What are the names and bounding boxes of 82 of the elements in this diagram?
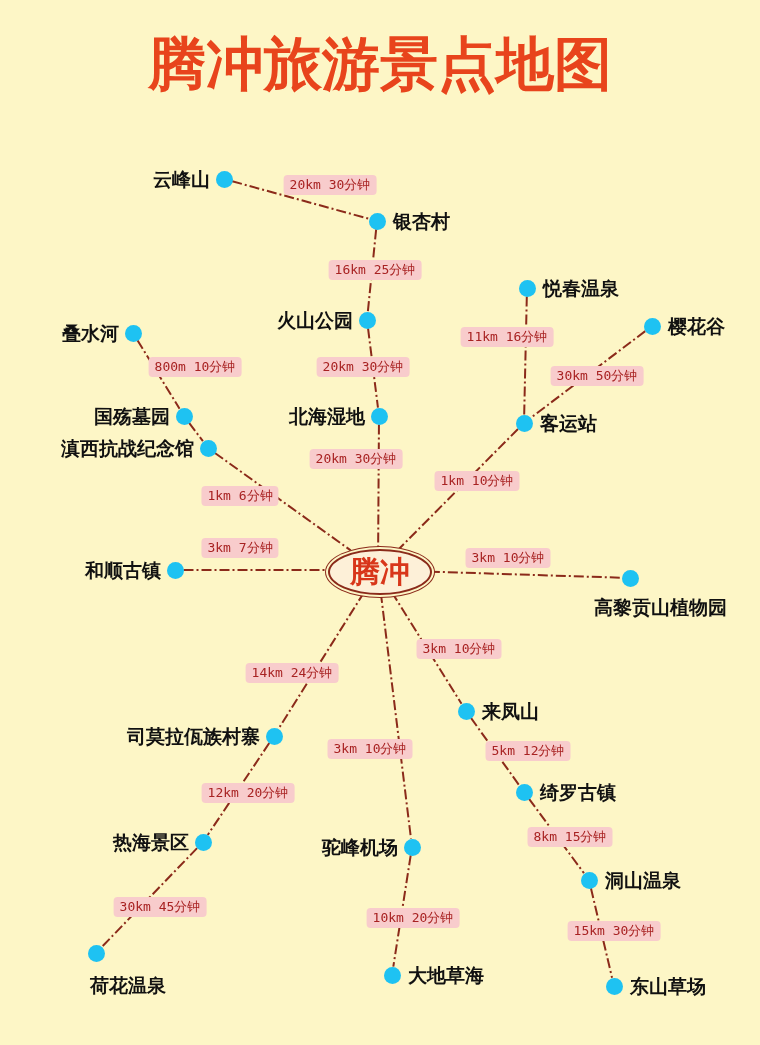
edge-label: 3km 7分钟 — [201, 538, 279, 558]
route-line — [397, 428, 519, 550]
edge-label: 5km 12分钟 — [485, 741, 571, 761]
route-line — [529, 330, 647, 419]
edge-label: 3km 10分钟 — [327, 739, 413, 759]
location-dot — [175, 407, 193, 425]
location-dot — [580, 871, 598, 889]
place-name: 司莫拉佤族村寨 — [127, 724, 260, 748]
location-dot — [368, 212, 386, 230]
location-dot — [265, 727, 283, 745]
place-name: 来凤山 — [482, 699, 539, 723]
place-name: 国殇墓园 — [94, 404, 170, 428]
place-name: 叠水河 — [62, 321, 119, 345]
place-name: 悦春温泉 — [543, 276, 619, 300]
place-name: 云峰山 — [153, 167, 210, 191]
city-name: 腾冲 — [350, 552, 410, 591]
edge-label: 20km 30分钟 — [283, 175, 377, 195]
location-dot — [166, 561, 184, 579]
edge-label: 30km 45分钟 — [113, 897, 207, 917]
location-dot — [87, 944, 105, 962]
route-line — [188, 421, 204, 443]
edge-label: 3km 10分钟 — [465, 548, 551, 568]
place-name: 滇西抗战纪念馆 — [61, 436, 194, 460]
location-dot — [621, 569, 639, 587]
edge-label: 3km 10分钟 — [416, 639, 502, 659]
location-dot — [215, 170, 233, 188]
place-name: 樱花谷 — [668, 314, 725, 338]
place-name: 东山草场 — [630, 974, 706, 998]
edge-label: 14km 24分钟 — [245, 663, 339, 683]
edge-label: 1km 10分钟 — [434, 471, 520, 491]
place-name: 洞山温泉 — [605, 868, 681, 892]
edge-label: 12km 20分钟 — [201, 783, 295, 803]
location-dot — [518, 279, 536, 297]
location-dot — [605, 977, 623, 995]
location-dot — [383, 966, 401, 984]
place-name: 热海景区 — [113, 830, 189, 854]
place-name: 北海湿地 — [289, 404, 365, 428]
route-line — [213, 451, 352, 552]
route-line — [523, 295, 528, 416]
location-dot — [358, 311, 376, 329]
place-name: 绮罗古镇 — [540, 780, 616, 804]
city-oval — [328, 549, 432, 595]
edge-label: 16km 25分钟 — [328, 260, 422, 280]
route-line — [589, 887, 614, 979]
place-name: 火山公园 — [277, 308, 353, 332]
route-line — [469, 716, 521, 787]
edge-label: 10km 20分钟 — [366, 908, 460, 928]
route-line — [136, 339, 181, 410]
edge-label: 30km 50分钟 — [550, 366, 644, 386]
place-name: 驼峰机场 — [322, 835, 398, 859]
location-dot — [124, 324, 142, 342]
place-name: 高黎贡山植物园 — [593, 595, 727, 619]
place-name: 大地草海 — [408, 963, 484, 987]
edge-label: 20km 30分钟 — [309, 449, 403, 469]
location-dot — [370, 407, 388, 425]
place-name: 和顺古镇 — [85, 558, 161, 582]
route-line — [366, 228, 378, 313]
route-line — [367, 327, 379, 409]
edge-label: 800m 10分钟 — [148, 357, 242, 377]
location-dot — [199, 439, 217, 457]
location-dot — [515, 414, 533, 432]
route-line — [377, 423, 380, 548]
route-line — [528, 797, 585, 875]
edge-label: 20km 30分钟 — [316, 357, 410, 377]
edge-label: 8km 15分钟 — [527, 827, 613, 847]
edge-label: 15km 30分钟 — [567, 921, 661, 941]
route-line — [231, 180, 370, 220]
route-line — [100, 847, 199, 948]
location-dot — [194, 833, 212, 851]
route-line — [206, 742, 271, 836]
place-name: 客运站 — [540, 411, 597, 435]
map-title: 腾冲旅游景点地图 — [147, 30, 613, 100]
location-dot — [457, 702, 475, 720]
location-dot — [515, 783, 533, 801]
edge-label: 11km 16分钟 — [460, 327, 554, 347]
location-dot — [643, 317, 661, 335]
location-dot — [403, 838, 421, 856]
edge-label: 1km 6分钟 — [201, 486, 279, 506]
place-name: 银杏村 — [393, 209, 450, 233]
route-line — [392, 854, 412, 968]
place-name: 荷花温泉 — [90, 973, 166, 997]
route-line — [182, 569, 327, 571]
